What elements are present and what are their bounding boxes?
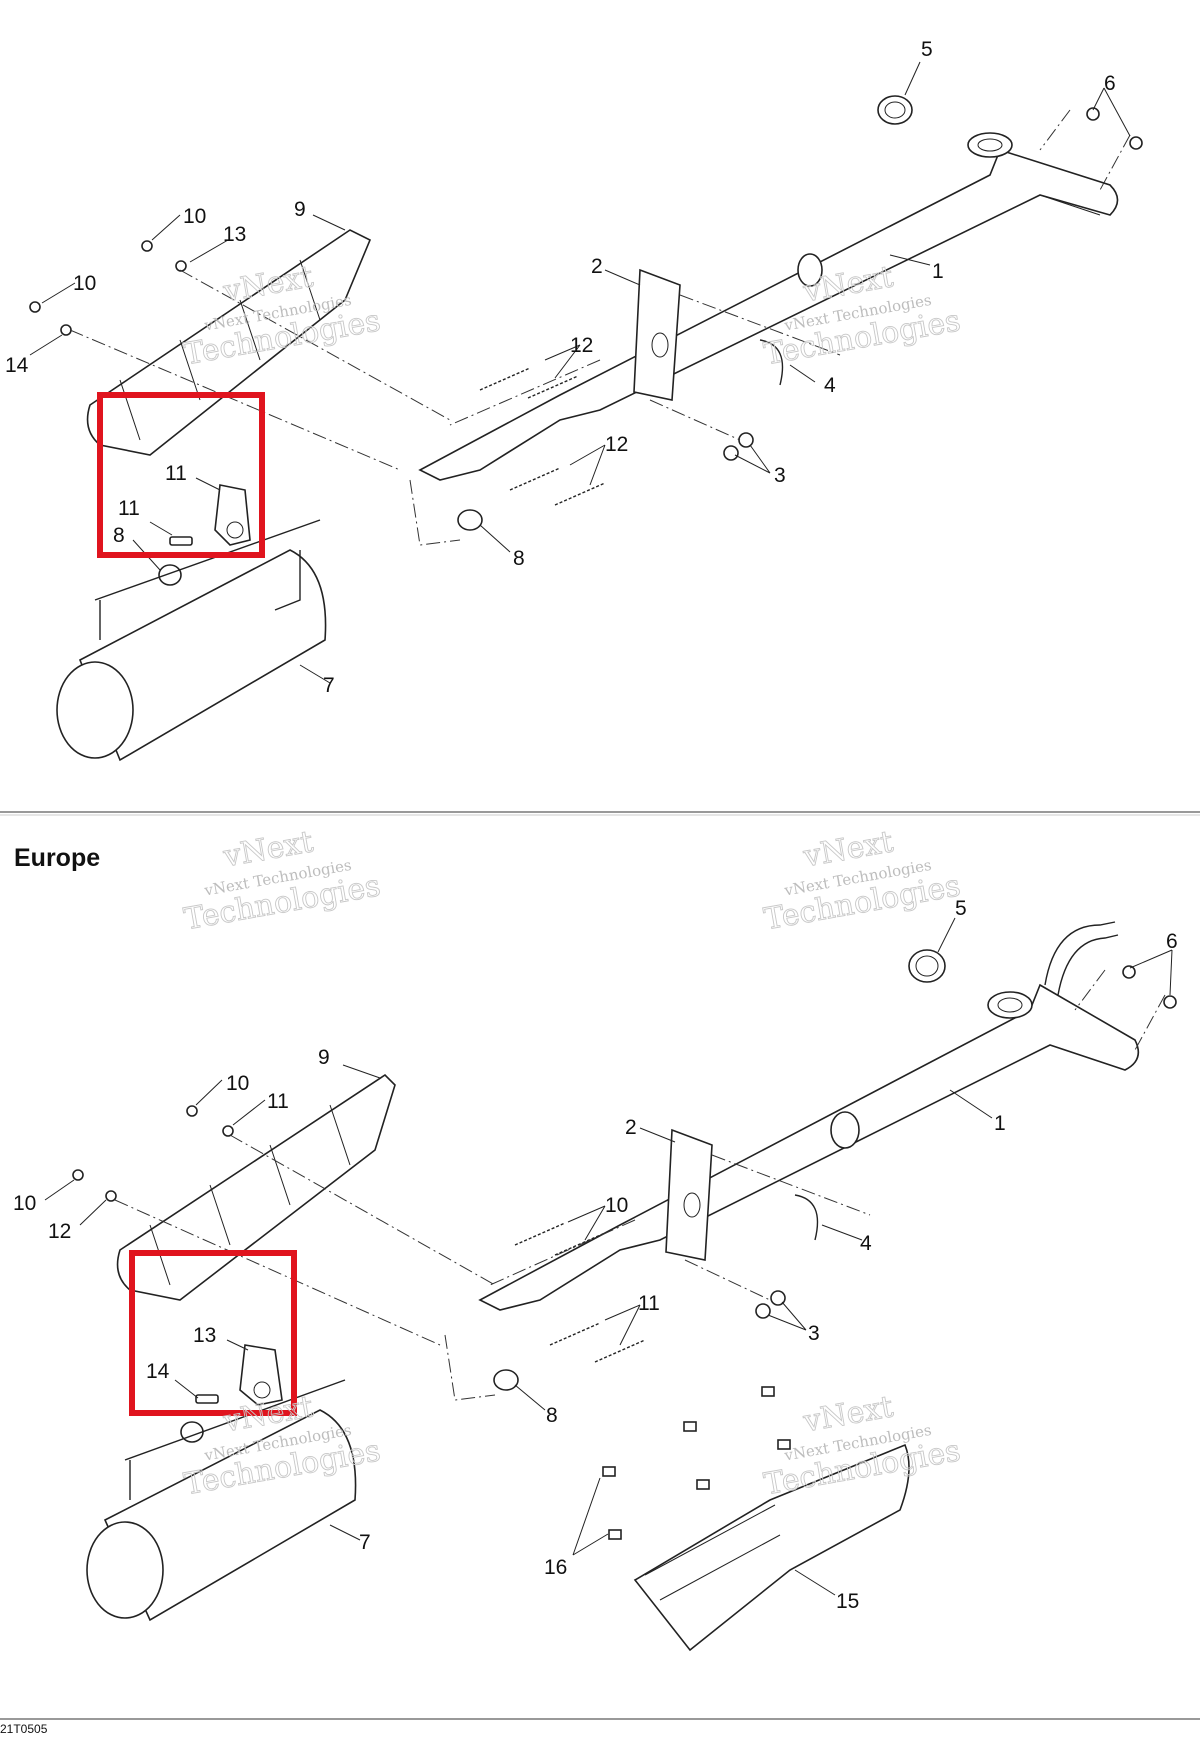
callout-10-bottom-a: 10 (226, 1072, 249, 1095)
callout-14-bottom: 14 (146, 1360, 170, 1383)
heat-shield-9-top (86, 229, 372, 456)
exhaust-pipe-bottom (478, 921, 1140, 1311)
nut-6-bottom-b (1163, 995, 1177, 1009)
callout-15: 15 (836, 1590, 859, 1613)
bracket-13-bottom (239, 1344, 283, 1406)
washer-12-bottom-b (105, 1190, 117, 1202)
callout-10-top-a: 10 (183, 205, 206, 228)
springs-11-top (479, 367, 606, 506)
bracket-2-bottom (665, 1128, 713, 1261)
callout-7-top: 7 (323, 674, 335, 697)
watermarks: vNext vNext Technologies Technologies vN… (181, 259, 964, 1503)
callout-8-top-right: 8 (513, 547, 525, 570)
bracket-2-top (633, 268, 681, 401)
callout-13-top: 11 (165, 462, 187, 485)
callout-12-top-a: 13 (223, 223, 246, 246)
springs-11-bottom (514, 1222, 646, 1363)
callout-2-top: 2 (591, 255, 603, 278)
grommet-8-top-left (158, 564, 182, 586)
callout-16: 16 (544, 1556, 567, 1579)
bolt-3-bottom-b (755, 1303, 771, 1319)
grommet-8-bottom-right (493, 1369, 519, 1391)
heat-shield-9-bottom (116, 1073, 396, 1301)
bolts-3-top (723, 432, 754, 461)
callout-7-bottom: 7 (359, 1531, 371, 1554)
screw-10-top-a (141, 240, 153, 252)
callout-3-top: 3 (774, 464, 786, 487)
gasket-5-top (877, 95, 913, 125)
bolt-14-top (169, 536, 193, 546)
exhaust-pipe-top (418, 132, 1119, 481)
callout-8-bottom: 8 (546, 1404, 558, 1427)
callout-1-bottom: 1 (994, 1112, 1006, 1135)
callout-3-bottom: 3 (808, 1322, 820, 1345)
callout-2-bottom: 2 (625, 1116, 637, 1139)
callout-9-bottom: 9 (318, 1046, 330, 1069)
section-label-europe: Europe (14, 844, 101, 872)
highlight-box-top (97, 392, 265, 558)
muffler-7-top (56, 519, 327, 762)
bolt-3-bottom-a (770, 1290, 786, 1306)
callout-12-bottom-b: 12 (48, 1220, 71, 1243)
callout-13-bottom: 13 (193, 1324, 216, 1347)
callout-12-top-b: 14 (5, 354, 29, 377)
callout-11-bottom-a: 10 (605, 1194, 628, 1217)
clips-16 (602, 1386, 791, 1540)
figure-code: 21T0505 (0, 1722, 48, 1736)
nut-6-bottom-a (1122, 965, 1136, 979)
top-diagram: 5 6 1 2 4 3 12 12 8 7 9 10 13 10 14 11 1… (5, 38, 1143, 762)
washer-12-bottom-a (222, 1125, 234, 1137)
callout-6-top: 6 (1104, 72, 1116, 95)
grommet-8-top-right (457, 509, 483, 531)
screw-10-bottom-a (186, 1105, 198, 1117)
callout-11-bottom-b: 11 (638, 1292, 660, 1315)
callout-1-top: 1 (932, 260, 944, 283)
callout-11-top-b: 12 (605, 433, 628, 456)
callout-14-top: 11 (118, 497, 140, 520)
nuts-6-top (1086, 107, 1143, 150)
skid-plate-15 (633, 1443, 910, 1652)
highlight-box-bottom (129, 1250, 297, 1416)
callout-8-top-left: 8 (113, 524, 125, 547)
callout-12-bottom-a: 11 (267, 1090, 289, 1113)
gasket-5-bottom (908, 949, 946, 983)
screw-10-top-b (29, 301, 41, 313)
screw-10-bottom-b (72, 1169, 84, 1181)
washer-12-top-a (175, 260, 187, 272)
callout-4-bottom: 4 (860, 1232, 872, 1255)
callout-6-bottom: 6 (1166, 930, 1178, 953)
hose-4-bottom (794, 1194, 819, 1241)
callout-4-top: 4 (824, 374, 836, 397)
bracket-13-top (214, 484, 251, 546)
callout-10-top-b: 10 (73, 272, 96, 295)
callout-5-bottom: 5 (955, 897, 967, 920)
washer-12-top-b (60, 324, 72, 336)
callout-10-bottom-b: 10 (13, 1192, 36, 1215)
callout-11-top-a: 12 (570, 334, 593, 357)
muffler-7-bottom (86, 1379, 357, 1622)
hose-4-top (759, 339, 784, 386)
callout-9-top: 9 (294, 198, 306, 221)
callout-5-top: 5 (921, 38, 933, 61)
bottom-diagram: 5 6 1 2 4 3 10 11 8 7 9 10 11 10 12 13 1… (13, 897, 1178, 1652)
bolt-14-bottom (195, 1394, 219, 1404)
